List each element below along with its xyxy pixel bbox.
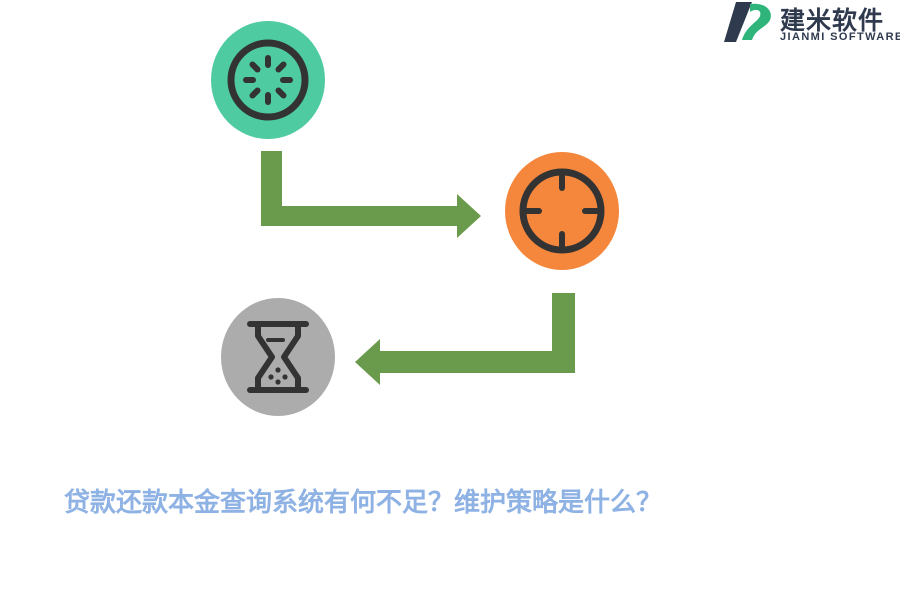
flow-arrow-2 [355, 293, 575, 385]
brand-logo: 建米软件 JIANMI SOFTWARE [722, 0, 900, 48]
flow-diagram [211, 21, 619, 416]
logo-mark-icon [724, 2, 771, 42]
step-crosshair [505, 152, 619, 270]
step-hourglass [221, 298, 335, 416]
brand-name-cn: 建米软件 [780, 6, 885, 35]
crosshair-icon [519, 168, 605, 254]
hourglass-icon [247, 321, 309, 393]
gear-icon [227, 39, 309, 121]
hourglass-sand [268, 367, 288, 385]
step-gear [211, 21, 325, 139]
caption-title: 贷款还款本金查询系统有何不足？维护策略是什么？ [64, 488, 663, 518]
flow-arrow-1 [261, 151, 481, 238]
brand-name-en: JIANMI SOFTWARE [780, 31, 900, 43]
